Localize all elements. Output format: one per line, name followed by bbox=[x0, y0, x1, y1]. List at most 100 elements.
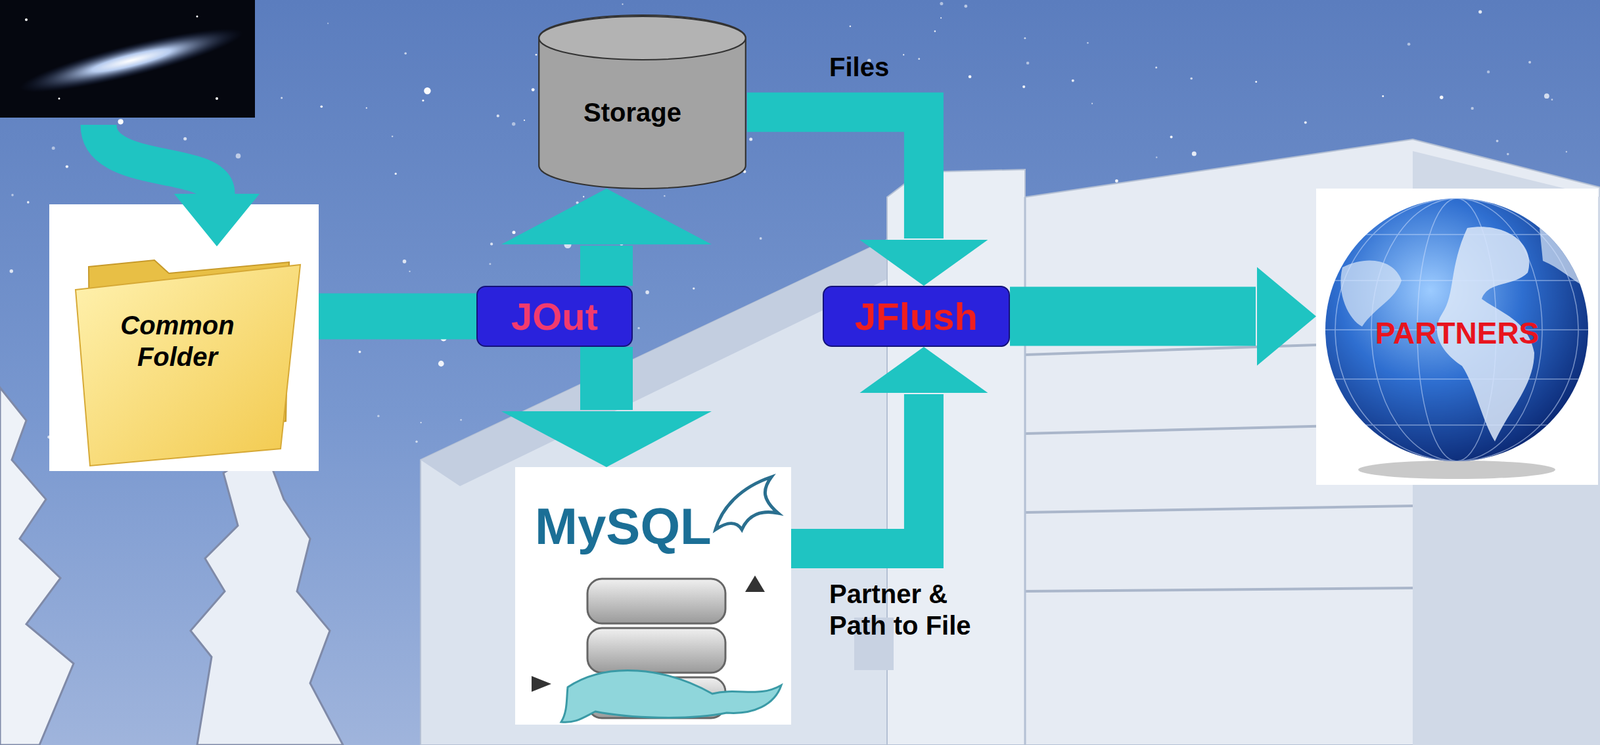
db-disk bbox=[587, 578, 726, 624]
node-label: Common Folder bbox=[98, 309, 257, 373]
star bbox=[490, 242, 493, 246]
star bbox=[488, 262, 491, 265]
star bbox=[663, 195, 665, 197]
block-arrow bbox=[501, 188, 712, 286]
star bbox=[358, 350, 362, 354]
db-disk bbox=[587, 628, 726, 673]
star bbox=[1024, 37, 1027, 40]
folder-icon-box: Common Folder bbox=[49, 204, 319, 472]
star bbox=[1506, 153, 1510, 156]
star bbox=[1304, 121, 1307, 125]
star bbox=[1544, 93, 1550, 99]
star bbox=[1086, 42, 1089, 45]
node-label: MySQL bbox=[534, 498, 712, 556]
star bbox=[280, 96, 283, 99]
node-label: Storage bbox=[537, 96, 728, 129]
star bbox=[320, 105, 324, 109]
block-arrow bbox=[501, 346, 712, 468]
globe-grid bbox=[1325, 198, 1589, 462]
star bbox=[496, 114, 500, 117]
star bbox=[939, 1, 943, 6]
edge-label: Files bbox=[829, 51, 890, 83]
star bbox=[459, 419, 462, 422]
star bbox=[940, 17, 942, 19]
arrow-shaft bbox=[747, 112, 924, 239]
arrow-head bbox=[501, 411, 712, 468]
star bbox=[26, 201, 30, 204]
node-label: PARTNERS bbox=[1375, 316, 1540, 351]
star bbox=[1486, 70, 1490, 73]
star bbox=[1528, 61, 1532, 64]
storage-cylinder: Storage bbox=[537, 15, 748, 189]
star bbox=[963, 4, 968, 8]
star bbox=[51, 146, 56, 150]
arrow-head bbox=[1257, 267, 1317, 366]
star bbox=[749, 137, 753, 142]
star bbox=[523, 119, 526, 121]
arrow-shaft bbox=[318, 293, 477, 340]
star bbox=[968, 75, 972, 79]
star bbox=[1071, 79, 1075, 83]
star bbox=[1255, 80, 1258, 83]
arrow-head bbox=[859, 239, 988, 286]
star bbox=[1155, 156, 1158, 159]
star bbox=[420, 421, 422, 424]
arrow-head bbox=[501, 188, 712, 245]
star bbox=[645, 290, 650, 295]
star bbox=[1026, 61, 1030, 66]
star bbox=[1170, 136, 1173, 139]
star bbox=[1565, 151, 1568, 153]
star bbox=[235, 153, 242, 160]
star bbox=[535, 53, 538, 56]
star bbox=[849, 25, 852, 28]
process-box: JFlush bbox=[822, 285, 1010, 347]
arrow-shaft bbox=[1009, 287, 1256, 347]
star bbox=[1439, 95, 1443, 100]
globe-shadow bbox=[1358, 460, 1556, 480]
star bbox=[183, 137, 187, 141]
star bbox=[759, 237, 763, 240]
triangle-mark bbox=[745, 575, 765, 593]
globe-icon-box: PARTNERS bbox=[1316, 188, 1599, 485]
star bbox=[1496, 139, 1499, 143]
edge-label: Partner & Path to File bbox=[829, 578, 1001, 642]
star bbox=[9, 269, 14, 273]
node-label: JOut bbox=[511, 295, 598, 338]
dolphin-logo bbox=[715, 477, 778, 530]
globe-land bbox=[1340, 226, 1586, 442]
star bbox=[621, 3, 623, 5]
star bbox=[11, 193, 14, 197]
star bbox=[531, 88, 535, 92]
star bbox=[1189, 77, 1193, 81]
star bbox=[1551, 98, 1554, 101]
arrow-shaft bbox=[580, 346, 633, 411]
star bbox=[917, 57, 920, 60]
globe bbox=[1325, 198, 1589, 462]
star bbox=[1407, 42, 1411, 46]
arrow-shaft bbox=[580, 245, 633, 286]
star bbox=[402, 259, 407, 264]
star bbox=[327, 22, 329, 25]
node-label: JFlush bbox=[854, 295, 978, 338]
star bbox=[902, 53, 905, 56]
cylinder-top bbox=[538, 16, 746, 60]
star bbox=[1155, 66, 1158, 69]
star bbox=[1471, 107, 1474, 110]
star bbox=[511, 122, 516, 126]
star bbox=[423, 87, 431, 94]
star bbox=[1091, 103, 1093, 105]
block-arrow bbox=[1009, 267, 1317, 366]
star bbox=[377, 415, 380, 418]
star bbox=[1478, 10, 1482, 14]
star bbox=[421, 99, 424, 102]
star bbox=[1115, 179, 1119, 183]
star bbox=[512, 230, 516, 234]
star bbox=[391, 135, 393, 137]
process-box: JOut bbox=[476, 285, 633, 347]
galaxy-arrow-head bbox=[174, 193, 260, 247]
galaxy-image bbox=[0, 0, 255, 118]
star bbox=[438, 360, 445, 367]
star bbox=[1022, 85, 1026, 89]
